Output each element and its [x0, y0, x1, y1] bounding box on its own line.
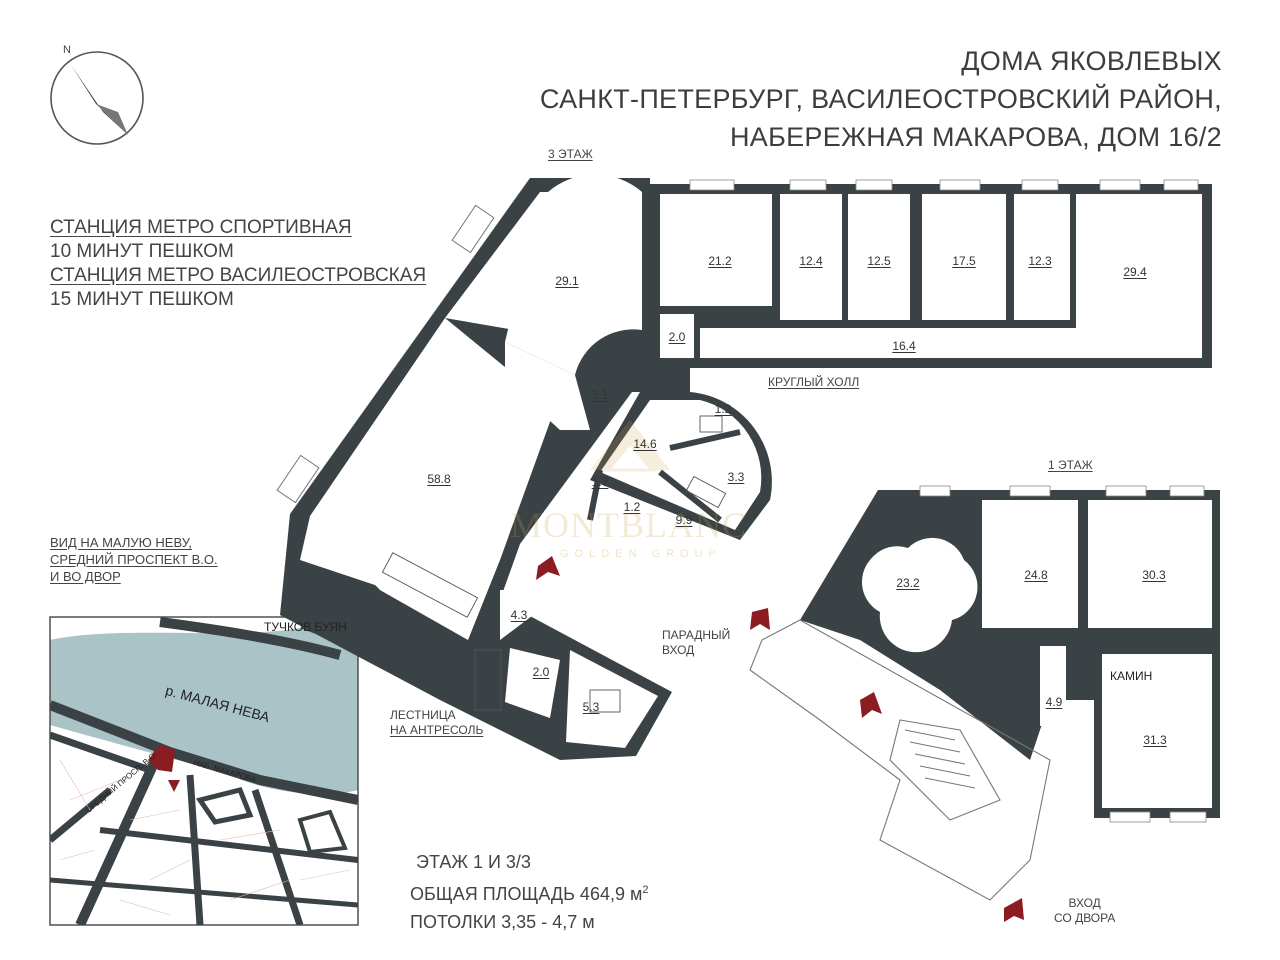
yard-entrance-line: ВХОД — [1068, 896, 1101, 910]
floor3-label: 3 ЭТАЖ — [548, 147, 593, 161]
room-area: 58.8 — [427, 472, 451, 486]
room-area: 16.4 — [892, 339, 916, 353]
stairs-label-line: ЛЕСТНИЦА — [390, 708, 456, 722]
room-area: 5.3 — [582, 700, 600, 714]
summary-block: ЭТАЖ 1 И 3/3 ОБЩАЯ ПЛОЩАДЬ 464,9 м2 ПОТО… — [410, 848, 648, 936]
fireplace-label: КАМИН — [1110, 669, 1153, 683]
room-area: 29.4 — [1123, 265, 1147, 279]
floor3-plan — [276, 174, 1212, 760]
room-area: 4.9 — [1045, 695, 1063, 709]
room-area: 23.2 — [896, 576, 920, 590]
room-area: 1.2 — [623, 500, 641, 514]
title-line: НАБЕРЕЖНАЯ МАКАРОВА, ДОМ 16/2 — [730, 122, 1222, 152]
round-hall-label: КРУГЛЫЙ ХОЛЛ — [768, 375, 860, 389]
yard-entrance-line: СО ДВОРА — [1054, 911, 1116, 925]
river-shape — [50, 627, 358, 795]
view-description: ВИД НА МАЛУЮ НЕВУ, СРЕДНИЙ ПРОСПЕКТ В.О.… — [50, 534, 218, 585]
room-area: 3.3 — [727, 470, 745, 484]
view-line: ВИД НА МАЛУЮ НЕВУ, — [50, 535, 192, 550]
room-area: 2.0 — [668, 330, 686, 344]
map-label-buyan: ТУЧКОВ БУЯН — [264, 620, 347, 634]
summary-floors: ЭТАЖ 1 И 3/3 — [416, 852, 531, 872]
room-area: 14.6 — [633, 437, 657, 451]
room-area: 31.3 — [1143, 733, 1167, 747]
summary-area: ОБЩАЯ ПЛОЩАДЬ 464,9 м2 — [410, 876, 648, 908]
arrow-markers — [536, 556, 1024, 922]
summary-area-sup: 2 — [642, 884, 649, 896]
room-area: 17.5 — [952, 254, 976, 268]
main-entrance-line: ПАРАДНЫЙ — [662, 628, 731, 642]
compass-north-label: N — [63, 44, 71, 56]
room-area: 21.2 — [708, 254, 732, 268]
room-area: 2.0 — [532, 665, 550, 679]
main-entrance-label: ПАРАДНЫЙ ВХОД — [662, 628, 730, 658]
room-area: 9.9 — [675, 513, 693, 527]
room-area: 29.1 — [555, 274, 579, 288]
yard-entrance-label: ВХОД СО ДВОРА — [1054, 896, 1115, 926]
watermark-sub: GOLDEN GROUP — [560, 548, 722, 560]
stairs-label: ЛЕСТНИЦА НА АНТРЕСОЛЬ — [390, 708, 483, 738]
room-area: 3.1 — [591, 388, 609, 402]
room-area: 12.4 — [799, 254, 823, 268]
view-line: И ВО ДВОР — [50, 569, 121, 584]
metro-walk-time: 15 МИНУТ ПЕШКОМ — [50, 289, 234, 310]
room-area: 1.7 — [591, 475, 609, 489]
summary-ceilings: ПОТОЛКИ 3,35 - 4,7 м — [410, 912, 595, 932]
floor1-label: 1 ЭТАЖ — [1048, 458, 1093, 472]
room-area: 4.3 — [510, 608, 528, 622]
header-title: ДОМА ЯКОВЛЕВЫХ САНКТ-ПЕТЕРБУРГ, ВАСИЛЕОС… — [540, 42, 1222, 156]
metro-info: СТАНЦИЯ МЕТРО СПОРТИВНАЯ 10 МИНУТ ПЕШКОМ… — [50, 216, 426, 312]
main-entrance-line: ВХОД — [662, 643, 695, 657]
room-area: 24.8 — [1024, 568, 1048, 582]
room-area: 30.3 — [1142, 568, 1166, 582]
location-map — [49, 616, 359, 926]
summary-area-text: ОБЩАЯ ПЛОЩАДЬ 464,9 м — [410, 884, 643, 904]
view-line: СРЕДНИЙ ПРОСПЕКТ В.О. — [50, 552, 218, 567]
metro-station-sportivnaya: СТАНЦИЯ МЕТРО СПОРТИВНАЯ — [50, 217, 352, 238]
stairs-label-line: НА АНТРЕСОЛЬ — [390, 723, 484, 737]
metro-walk-time: 10 МИНУТ ПЕШКОМ — [50, 241, 234, 262]
metro-station-vasileostrovskaya: СТАНЦИЯ МЕТРО ВАСИЛЕОСТРОВСКАЯ — [50, 265, 427, 286]
watermark-brand: MONTBLANC — [510, 505, 748, 545]
compass-icon — [50, 51, 144, 145]
room-area: 1.2 — [714, 402, 732, 416]
room-area: 12.5 — [867, 254, 891, 268]
room-area: 12.3 — [1028, 254, 1052, 268]
title-line: САНКТ-ПЕТЕРБУРГ, ВАСИЛЕОСТРОВСКИЙ РАЙОН, — [539, 84, 1222, 114]
watermark-logo — [590, 420, 670, 472]
trefoil-room — [861, 537, 978, 653]
floor1-plan — [749, 485, 1220, 901]
title-line: ДОМА ЯКОВЛЕВЫХ — [961, 46, 1222, 76]
